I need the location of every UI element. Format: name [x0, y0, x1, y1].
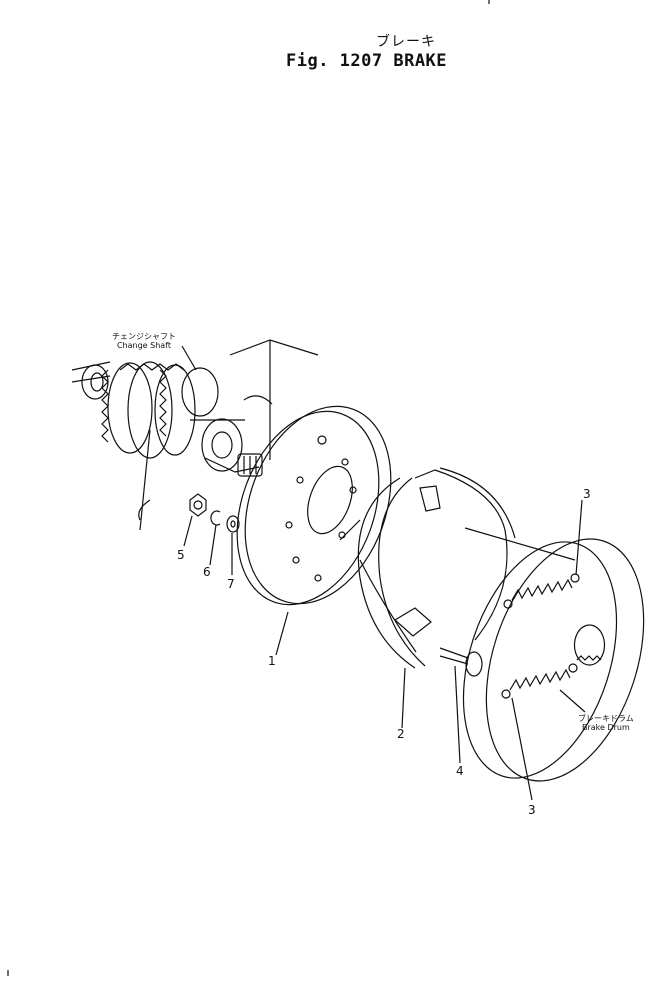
return-spring-lower — [501, 663, 578, 699]
change-shaft — [71, 361, 263, 477]
callout-2: 2 — [397, 727, 405, 741]
transmission-housing — [138, 339, 319, 531]
callout-3-lower: 3 — [528, 803, 536, 817]
leader-line-part-3-lower — [511, 697, 533, 801]
callout-7: 7 — [227, 577, 235, 591]
leader-brake-drum — [559, 689, 586, 713]
leader-line-part-6 — [209, 524, 217, 566]
callout-3-upper: 3 — [583, 487, 591, 501]
leader-line-part-4 — [454, 665, 461, 764]
title-japanese: ブレーキ — [376, 34, 436, 50]
snap-ring-part-6 — [210, 510, 221, 526]
brake-drum-label: ブレーキドラム Brake Drum — [578, 714, 634, 732]
leader-line-part-5 — [183, 515, 193, 547]
cam-pin-part-4 — [439, 647, 483, 677]
brake-drum-label-en: Brake Drum — [581, 723, 630, 732]
figure-title: Fig. 1207 BRAKE — [286, 51, 448, 71]
change-shaft-label-jp: チェンジシャフト — [112, 332, 176, 341]
change-shaft-label: チェンジシャフト Change Shaft — [112, 332, 176, 350]
nut-part-5 — [189, 493, 207, 517]
callout-6: 6 — [203, 565, 211, 579]
callout-5: 5 — [177, 548, 185, 562]
brake-drum — [462, 527, 645, 782]
leader-line-part-1 — [275, 611, 289, 656]
washer-part-7 — [226, 515, 240, 533]
backing-plate-part-1 — [236, 405, 392, 606]
leader-change-shaft — [181, 345, 197, 371]
callout-4: 4 — [456, 764, 464, 778]
leader-line-part-2 — [401, 667, 406, 729]
change-shaft-label-en: Change Shaft — [116, 341, 172, 350]
callout-1: 1 — [268, 654, 276, 668]
return-spring-upper — [503, 573, 580, 609]
brake-shoe-part-2 — [339, 467, 516, 669]
leader-line-part-3-upper — [575, 499, 583, 576]
brake-drum-label-jp: ブレーキドラム — [578, 714, 634, 723]
